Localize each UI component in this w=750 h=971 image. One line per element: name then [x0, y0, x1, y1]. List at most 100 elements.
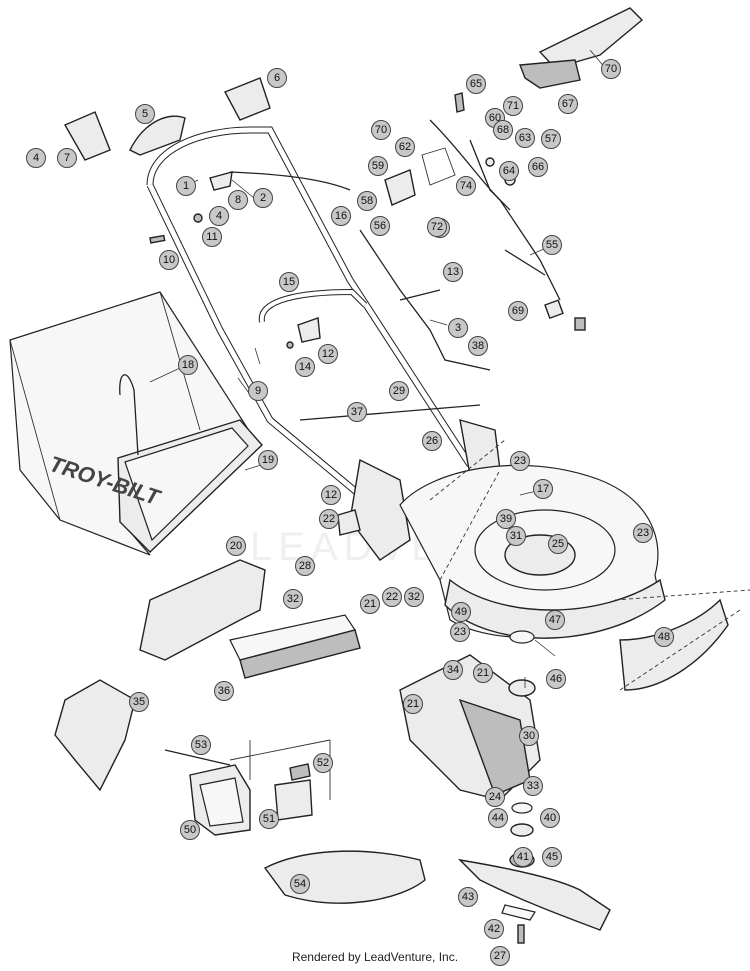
callout-number: 7 — [64, 152, 70, 164]
callout-bubble — [321, 485, 341, 505]
callout-number: 12 — [325, 489, 337, 501]
callout-bubble — [368, 156, 388, 176]
callout-11: 11 — [202, 227, 222, 247]
callout-2: 2 — [253, 188, 273, 208]
callout-bubble — [357, 191, 377, 211]
callout-number: 34 — [447, 664, 459, 676]
callout-number: 47 — [549, 614, 561, 626]
callout-bubble — [159, 250, 179, 270]
callout-bubble — [202, 227, 222, 247]
callout-27: 27 — [490, 946, 510, 966]
callout-number: 65 — [470, 78, 482, 90]
callout-number: 27 — [494, 950, 506, 962]
mower-deck — [399, 439, 666, 639]
callout-38: 38 — [468, 336, 488, 356]
callout-number: 43 — [462, 891, 474, 903]
callout-number: 29 — [393, 385, 405, 397]
callout-bubble — [180, 820, 200, 840]
callout-number: 20 — [230, 540, 242, 552]
callout-number: 49 — [455, 606, 467, 618]
callout-3: 3 — [448, 318, 468, 338]
callout-bubble — [499, 161, 519, 181]
callout-bubble — [403, 694, 423, 714]
callout-number: 56 — [374, 220, 386, 232]
callout-number: 40 — [544, 812, 556, 824]
callout-bubble — [214, 681, 234, 701]
mulch-parts — [54, 679, 426, 904]
callout-number: 74 — [460, 180, 472, 192]
callout-bubble — [490, 946, 510, 966]
callout-number: 25 — [552, 538, 564, 550]
rear-flap-parts — [139, 559, 750, 691]
callout-bubble — [135, 104, 155, 124]
callout-bubble — [533, 479, 553, 499]
callout-bubble — [209, 206, 229, 226]
callout-39: 39 — [496, 509, 516, 529]
callout-74: 74 — [456, 176, 476, 196]
callout-31: 31 — [506, 526, 526, 546]
callout-13: 13 — [443, 262, 463, 282]
callout-24: 24 — [485, 787, 505, 807]
callout-number: 26 — [426, 435, 438, 447]
callout-bubble — [468, 336, 488, 356]
callout-number: 64 — [503, 165, 515, 177]
callout-32: 32 — [283, 589, 303, 609]
callout-number: 21 — [364, 598, 376, 610]
callout-64: 64 — [499, 161, 519, 181]
callout-bubble — [26, 148, 46, 168]
callout-65: 65 — [466, 74, 486, 94]
callout-bubble — [371, 120, 391, 140]
callout-bubble — [443, 262, 463, 282]
callout-bubble — [633, 523, 653, 543]
callout-32: 32 — [404, 587, 424, 607]
callout-52: 52 — [313, 753, 333, 773]
callout-21: 21 — [360, 594, 380, 614]
callout-47: 47 — [545, 610, 565, 630]
callout-9: 9 — [248, 381, 268, 401]
callout-number: 16 — [335, 210, 347, 222]
callout-bubble — [178, 355, 198, 375]
footer-credit: Rendered by LeadVenture, Inc. — [291, 950, 459, 964]
callout-41: 41 — [513, 847, 533, 867]
callout-33: 33 — [523, 776, 543, 796]
callout-55: 55 — [542, 235, 562, 255]
callout-number: 68 — [497, 124, 509, 136]
callout-number: 12 — [322, 348, 334, 360]
callout-number: 31 — [510, 530, 522, 542]
callout-bubble — [191, 735, 211, 755]
callout-57: 57 — [541, 129, 561, 149]
callout-bubble — [542, 847, 562, 867]
callout-40: 40 — [540, 808, 560, 828]
callout-bubble — [519, 726, 539, 746]
callout-bubble — [57, 148, 77, 168]
callout-number: 2 — [260, 192, 266, 204]
callout-45: 45 — [542, 847, 562, 867]
callout-number: 48 — [658, 631, 670, 643]
callout-number: 32 — [408, 591, 420, 603]
callout-number: 67 — [562, 98, 574, 110]
callout-bubble — [228, 190, 248, 210]
callout-49: 49 — [451, 602, 471, 622]
callout-number: 13 — [447, 266, 459, 278]
callout-bubble — [528, 157, 548, 177]
callout-bubble — [283, 589, 303, 609]
callout-number: 45 — [546, 851, 558, 863]
callout-number: 39 — [500, 513, 512, 525]
callout-bubble — [558, 94, 578, 114]
callout-bubble — [542, 235, 562, 255]
callout-number: 57 — [545, 133, 557, 145]
callout-37: 37 — [347, 402, 367, 422]
control-cables — [229, 171, 491, 421]
callout-bubble — [508, 301, 528, 321]
callout-bubble — [370, 216, 390, 236]
callout-number: 62 — [399, 141, 411, 153]
callout-71: 71 — [503, 96, 523, 116]
callout-number: 55 — [546, 239, 558, 251]
callout-number: 10 — [163, 254, 175, 266]
callout-bubble — [389, 381, 409, 401]
callout-4: 4 — [26, 148, 46, 168]
callout-51: 51 — [259, 809, 279, 829]
callout-bubble — [226, 536, 246, 556]
callout-number: 4 — [33, 152, 39, 164]
callout-bubble — [523, 776, 543, 796]
